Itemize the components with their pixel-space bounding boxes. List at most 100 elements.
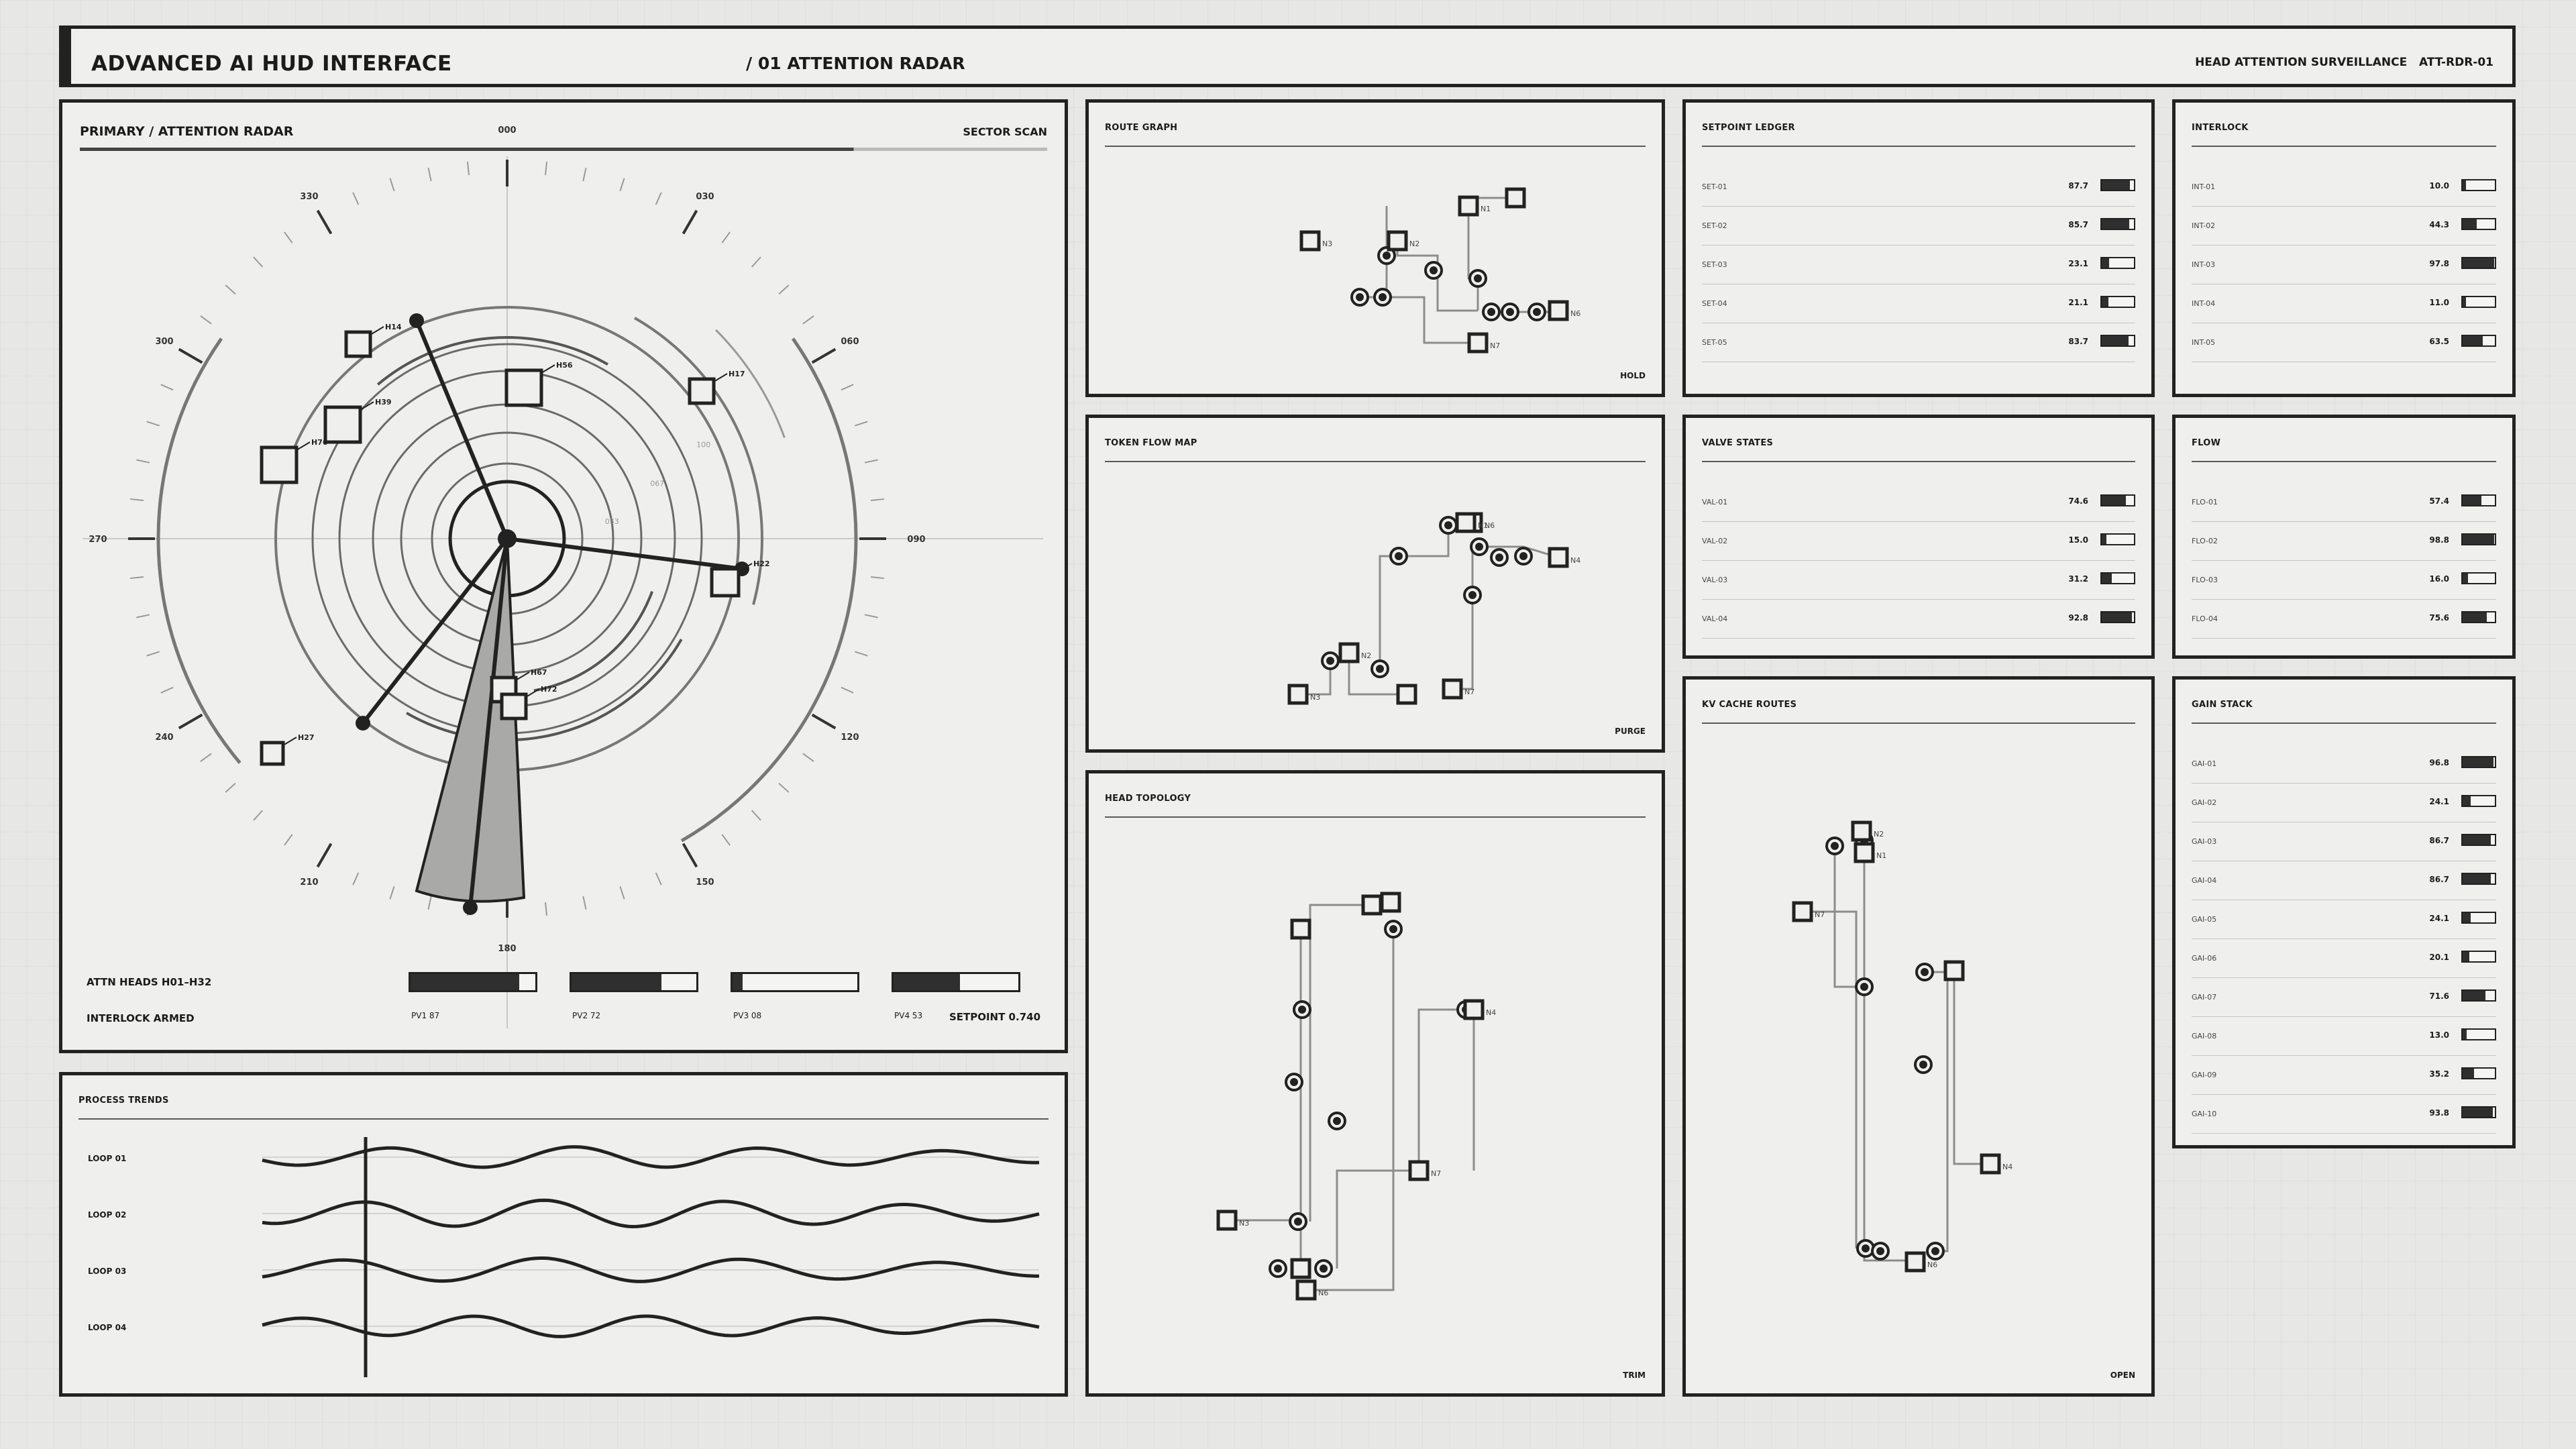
graph-node[interactable] xyxy=(1361,894,1383,916)
head-leader xyxy=(282,737,297,746)
head-topology-canvas[interactable]: N1N4N7N3N6 xyxy=(1089,773,1662,1393)
header-bar: ADVANCED AI HUD INTERFACE / 01 ATTENTION… xyxy=(59,25,2516,87)
metric-bar xyxy=(2461,296,2496,308)
head-marker[interactable] xyxy=(260,445,299,484)
bearing-tick xyxy=(352,192,360,205)
radar-scope[interactable]: 2703003300000300600901201501802102401000… xyxy=(62,103,1065,1050)
head-marker[interactable] xyxy=(500,692,528,720)
range-label: 067 xyxy=(650,479,664,488)
graph-node[interactable] xyxy=(1290,1258,1311,1279)
metric-label: SET-03 xyxy=(1702,260,1727,269)
metric-label: GAI-09 xyxy=(2192,1071,2217,1079)
graph-node[interactable] xyxy=(1980,1153,2001,1175)
graph-node[interactable] xyxy=(1290,918,1311,940)
valve-states-rule xyxy=(1702,461,2135,462)
metric-value: 83.7 xyxy=(2068,337,2088,346)
app-title: ADVANCED AI HUD INTERFACE xyxy=(91,52,452,76)
metric-bar xyxy=(2461,912,2496,924)
head-topology-rule xyxy=(1105,816,1646,818)
graph-edge xyxy=(1348,653,1407,696)
head-marker[interactable] xyxy=(323,405,362,444)
graph-node[interactable] xyxy=(1463,999,1485,1020)
graph-node[interactable] xyxy=(1295,1279,1317,1301)
graph-node[interactable] xyxy=(1467,332,1489,354)
head-marker[interactable] xyxy=(344,330,372,358)
head-label: H22 xyxy=(753,559,770,568)
head-marker[interactable] xyxy=(260,741,285,766)
bearing-tick xyxy=(870,576,885,580)
metric-label: VAL-03 xyxy=(1702,576,1728,584)
graph-port-core xyxy=(1919,1061,1927,1069)
spoke-endpoint xyxy=(463,900,478,915)
graph-node[interactable] xyxy=(1548,547,1569,568)
graph-node[interactable] xyxy=(1505,187,1526,209)
head-marker[interactable] xyxy=(688,377,716,405)
graph-edge xyxy=(1863,853,1915,1262)
graph-node[interactable] xyxy=(1338,642,1360,663)
metric-bar-fill xyxy=(2463,796,2471,806)
interlock-status: INTERLOCK ARMED xyxy=(87,1012,195,1024)
pv-fill-2 xyxy=(572,974,661,990)
graph-node[interactable] xyxy=(1904,1251,1926,1273)
interlock-title: INTERLOCK xyxy=(2192,123,2249,133)
head-marker[interactable] xyxy=(710,567,741,598)
graph-node[interactable] xyxy=(1792,901,1813,922)
graph-node[interactable] xyxy=(1408,1160,1430,1181)
graph-node[interactable] xyxy=(1854,842,1875,863)
graph-node[interactable] xyxy=(1548,300,1569,321)
head-marker[interactable] xyxy=(504,368,543,407)
graph-node[interactable] xyxy=(1287,684,1309,705)
graph-node[interactable] xyxy=(1943,960,1965,981)
graph-node[interactable] xyxy=(1851,820,1872,842)
graph-node[interactable] xyxy=(1396,684,1417,705)
graph-node[interactable] xyxy=(1455,512,1477,533)
metric-label: FLO-02 xyxy=(2192,537,2218,545)
graph-node[interactable] xyxy=(1216,1210,1238,1231)
graph-node[interactable] xyxy=(1387,230,1408,252)
graph-port-core xyxy=(1333,1117,1341,1125)
head-leader xyxy=(525,688,540,698)
graph-node[interactable] xyxy=(1442,678,1463,700)
graph-node[interactable] xyxy=(1299,230,1321,252)
graph-node[interactable] xyxy=(1458,195,1479,217)
metric-bar xyxy=(2461,834,2496,846)
panel-code: ATT-RDR-01 xyxy=(2419,56,2493,69)
graph-node[interactable] xyxy=(1380,892,1401,913)
graph-node-label: N2 xyxy=(1874,830,1884,839)
radar-mode[interactable]: SECTOR SCAN xyxy=(963,125,1047,138)
token-flow-status: PURGE xyxy=(1615,727,1646,736)
trend-plot[interactable] xyxy=(62,1075,1065,1393)
